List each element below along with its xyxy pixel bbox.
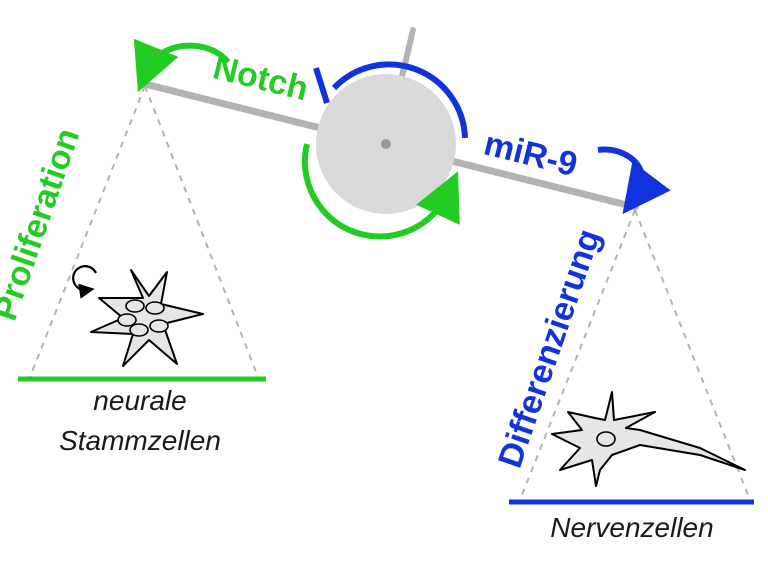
neuron-icon bbox=[551, 391, 746, 487]
stem-cell-label-line2: Stammzellen bbox=[59, 425, 221, 456]
stem-cell-label-line1: neurale bbox=[93, 385, 186, 416]
right-pan bbox=[509, 209, 754, 505]
notch-label: Notch bbox=[209, 48, 312, 108]
notch-arrow-to-left-pan bbox=[133, 38, 231, 93]
balance-pivot bbox=[316, 74, 456, 214]
self-renewal-arrow-icon bbox=[72, 265, 97, 299]
neuron-label: Nervenzellen bbox=[550, 512, 713, 543]
mir9-inhibition-bar bbox=[313, 67, 330, 104]
proliferation-label: Proliferation bbox=[0, 124, 87, 326]
mir9-arrow-to-right-pan bbox=[597, 146, 671, 215]
left-pan bbox=[18, 85, 266, 382]
notch-arrows bbox=[133, 38, 460, 240]
mir9-inhibition-arc bbox=[331, 61, 468, 139]
notch-rotation-arrow bbox=[302, 143, 460, 240]
mir9-arrows bbox=[313, 61, 671, 215]
neural-stem-cell-cluster-icon bbox=[90, 269, 204, 367]
